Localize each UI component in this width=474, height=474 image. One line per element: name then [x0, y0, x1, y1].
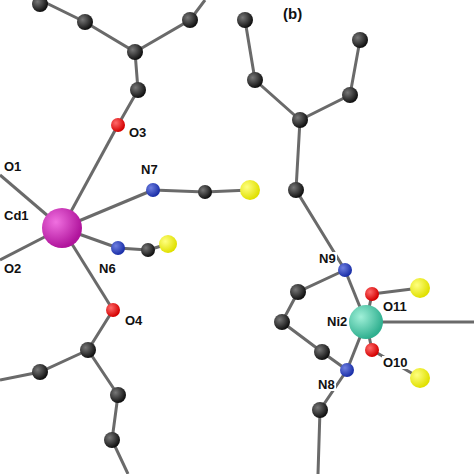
atom-label: N8: [317, 378, 336, 391]
panel-label: (b): [282, 6, 303, 21]
atom-label: O2: [3, 262, 22, 275]
atom-label: Ni2: [326, 315, 348, 328]
atom-label: N7: [140, 163, 159, 176]
atom-label: N9: [318, 252, 337, 265]
atom-label: O3: [128, 126, 147, 139]
atom-label: O10: [382, 356, 409, 369]
atom-label: O11: [382, 300, 408, 313]
atom-label: Cd1: [3, 209, 30, 222]
atoms: [32, 0, 430, 448]
atom-label: O4: [124, 314, 143, 327]
atom-label: N6: [98, 262, 117, 275]
atom-label: O1: [3, 160, 22, 173]
